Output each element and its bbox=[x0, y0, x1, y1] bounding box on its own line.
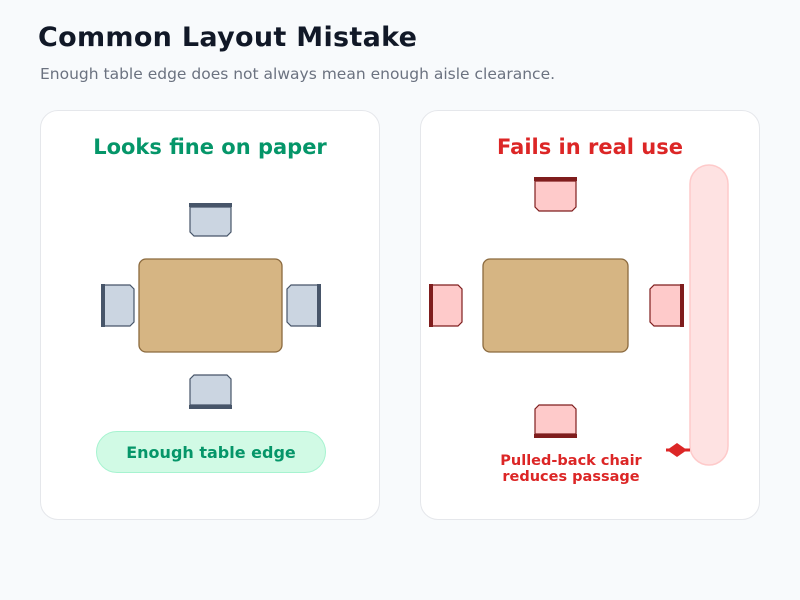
note-line-1: Pulled-back chair bbox=[500, 453, 642, 469]
right-bottom-chair bbox=[534, 404, 577, 438]
left-left-chair bbox=[101, 284, 135, 327]
right-layout bbox=[429, 164, 729, 466]
right-table bbox=[482, 258, 629, 353]
aisle-passage bbox=[689, 164, 729, 466]
left-bottom-chair bbox=[189, 374, 232, 409]
left-right-chair bbox=[286, 284, 321, 327]
right-top-chair bbox=[534, 177, 577, 212]
right-panel-title: Fails in real use bbox=[497, 135, 683, 159]
page-title: Common Layout Mistake bbox=[38, 22, 418, 53]
left-top-chair bbox=[189, 203, 232, 237]
left-layout bbox=[101, 203, 321, 409]
page-subtitle: Enough table edge does not always mean e… bbox=[40, 65, 556, 83]
enough-edge-pill: Enough table edge bbox=[96, 431, 326, 473]
left-table bbox=[138, 258, 283, 353]
clearance-arrow-icon bbox=[666, 443, 690, 457]
pulled-chair-note: Pulled-back chair reduces passage bbox=[461, 453, 681, 485]
right-left-chair bbox=[429, 284, 463, 327]
right-right-chair bbox=[649, 284, 684, 327]
left-panel-title: Looks fine on paper bbox=[93, 135, 327, 159]
note-line-2: reduces passage bbox=[502, 469, 640, 485]
